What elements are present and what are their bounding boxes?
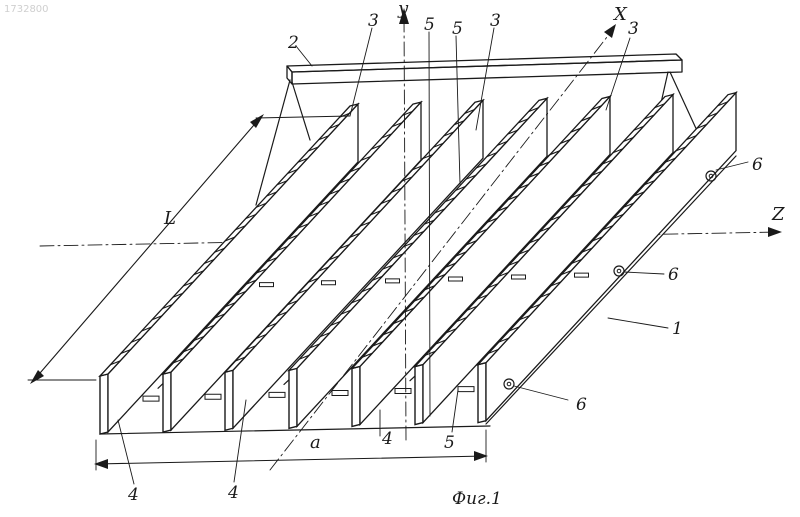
label-4-c: 4 [381,429,393,449]
panel-stud-mid-7 [575,273,589,277]
watermark: 1732800 [4,4,49,15]
label-6-b: 6 [668,265,679,285]
panel-front-4 [289,368,297,428]
label-4-b: 4 [227,483,239,503]
label-5-b: 5 [452,19,463,39]
label-6-c: 6 [576,395,587,415]
label-3-c: 3 [628,19,639,39]
panel-array [100,93,736,434]
panel-front-3 [225,370,233,430]
panel-stud-front-6 [395,389,411,394]
label-3-a: 3 [368,11,379,31]
panel-stud-front-2 [143,396,159,401]
panel-stud-front-5 [332,390,348,395]
axis-label-x: X [612,4,628,25]
label-5-a: 5 [424,15,435,35]
label-4-a: 4 [127,485,139,505]
panel-stud-mid-3 [322,281,336,285]
label-3-b: 3 [490,11,501,31]
dimension-a [94,430,488,470]
label-6-a: 6 [752,155,763,175]
panel-stud-front-4 [269,392,285,397]
panel-stud-mid-2 [260,283,274,287]
panel-front-6 [415,365,423,425]
panel-stud-mid-5 [449,277,463,281]
panel-front-5 [352,366,360,426]
label-5-c: 5 [444,433,455,453]
dimension-label-a: a [310,432,321,453]
panel-front-7 [478,363,486,423]
figure-caption: Фиг.1 [452,489,502,509]
axis-label-y: y [397,0,409,19]
dimension-label-l: L [163,208,176,229]
panel-stud-front-3 [205,394,221,399]
panel-stud-mid-4 [386,279,400,283]
label-2-beam: 2 [287,33,299,53]
label-1-plate: 1 [672,319,683,339]
axis-label-z: Z [771,204,785,225]
panel-front-1 [100,374,108,434]
panel-stud-mid-6 [512,275,526,279]
panel-front-2 [163,372,171,432]
panel-stud-front-7 [458,387,474,392]
